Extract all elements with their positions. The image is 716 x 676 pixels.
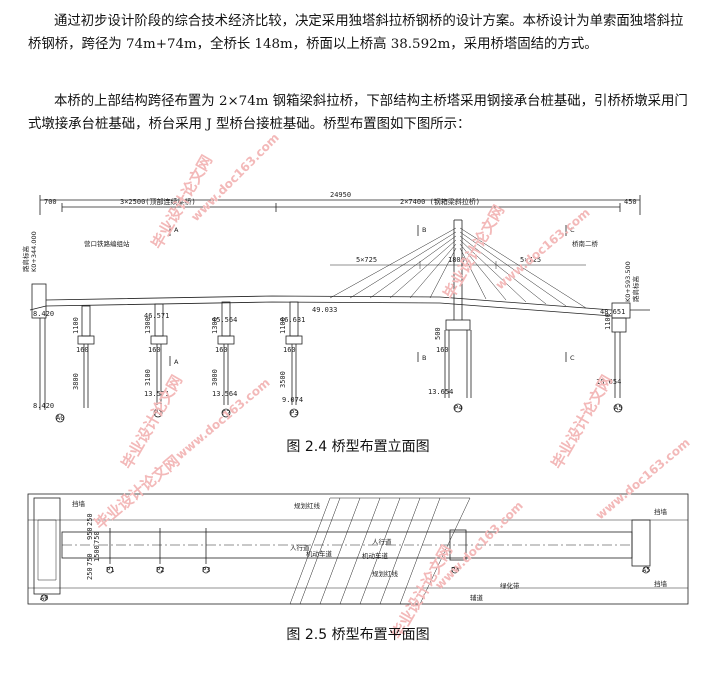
plan-pier-a0: A0 [40,594,48,602]
plan-width-250-top: 250 [86,513,94,526]
paragraph-2: 本桥的上部结构跨径布置为 2×74m 钢箱梁斜拉桥，下部结构主桥塔采用钢接承台桩… [28,90,696,136]
plan-redline-top: 规划红线 [294,501,321,510]
dim-cable-left: 5×725 [356,256,377,264]
dim-a5-1100: 1100 [604,313,612,330]
elev-p1-bottom: 13.571 [144,390,169,398]
figure-2-4-caption: 图 2.4 桥型布置立面图 [286,439,430,455]
plan-carriageway-left: 机动车道 [306,549,333,558]
dim-left-end: 700 [44,198,57,206]
plan-side-road: 辅道 [470,593,484,602]
plan-width-950: 950 [86,527,94,540]
dim-right-end: 450 [624,198,637,206]
dim-p3-1100: 1100 [279,317,287,334]
elev-left-top: 8.420 [33,310,54,318]
dim-p2-3000: 3000 [211,369,219,386]
left-station: K0+344.000 [30,231,38,272]
pier-p1: P1 [154,409,162,417]
dim-a0-1100: 1100 [72,317,80,334]
dim-p4-500: 500 [434,327,442,340]
elev-p2-bottom: 13.564 [212,390,237,398]
elev-right-top: 48.651 [600,308,625,316]
plan-green-belt: 绿化带 [500,581,520,590]
plan-width-750-bottom: 750 [86,553,94,566]
left-direction-label: 营口铁路编组站 [84,239,130,248]
watermark-cn-4: 毕业设计论文网 [548,372,616,472]
dim-left-span: 3×2500(顶部连续梁桥) [120,197,196,206]
figure-2-5-caption: 图 2.5 桥型布置平面图 [286,627,430,643]
plan-width-250-bottom: 250 [86,567,94,580]
elev-p3-top: 46.631 [280,316,305,324]
section-a-top: A [174,226,179,234]
pier-p4: P4 [454,404,462,412]
section-a-bottom: A [174,358,179,366]
elev-p4-bottom: 13.654 [428,388,453,396]
right-direction-label: 桥南二桥 [572,239,599,248]
pier-p3: P3 [290,409,298,417]
elev-p3-bottom: 9.074 [282,396,303,404]
plan-labels: 挡墙 规划红线 人行道 机动车道 人行道 机动车道 规划红线 绿化带 辅道 挡墙… [40,499,668,602]
section-b-bottom: B [422,354,426,362]
elevation-labels: 24950 700 450 3×2500(顶部连续梁桥) 2×7400 (钢箱梁… [21,191,640,422]
side-label-left: 路肩标高 [21,246,30,273]
plan-carriageway-right: 机动车道 [362,551,389,560]
elev-a5-bottom: 18.654 [596,378,621,386]
dim-right-span: 2×7400 (钢箱梁斜拉桥) [400,197,480,206]
pier-a0: A0 [56,414,64,422]
elev-p2-top: 45.564 [212,316,237,324]
dim-p1-160: 160 [148,346,161,354]
dim-a0-3800: 3800 [72,373,80,390]
plan-retaining-wall-right-top: 挡墙 [654,507,668,516]
elevation-drawing [29,195,650,423]
plan-sidewalk-left: 人行道 [290,543,310,552]
plan-pier-p4: P4 [451,566,459,574]
pier-a5: A5 [614,404,622,412]
paragraph-2-text: 本桥的上部结构跨径布置为 2×74m 钢箱梁斜拉桥，下部结构主桥塔采用钢接承台桩… [28,94,688,132]
dim-cable-right: 5×725 [520,256,541,264]
plan-pier-p1: P1 [106,566,114,574]
elev-deck: 49.033 [312,306,337,314]
section-c-top: C [570,226,575,234]
dim-cable-mid: 1800 [448,256,465,264]
paragraph-1: 通过初步设计阶段的综合技术经济比较，决定采用独塔斜拉桥钢桥的设计方案。本桥设计为… [28,10,696,56]
dim-p4-160: 160 [436,346,449,354]
plan-pier-p2: P2 [156,566,164,574]
dim-p2-1300: 1300 [211,317,219,334]
elev-p1-top: 46.571 [144,312,169,320]
side-label-right: 路肩标高 [631,276,640,303]
plan-drawing [27,493,689,605]
dim-p3-160: 160 [283,346,296,354]
dim-p1-3100: 3100 [144,369,152,386]
plan-width-1500: 1500 [93,545,101,562]
section-c-bottom: C [570,354,575,362]
plan-redline-bottom: 规划红线 [372,569,399,578]
right-station: K0+593.500 [624,261,632,302]
section-b-top: B [422,226,426,234]
plan-pier-a5: A5 [642,566,650,574]
dim-p2-160: 160 [215,346,228,354]
plan-retaining-wall-right-bottom: 挡墙 [654,579,668,588]
plan-sidewalk-right: 人行道 [372,537,392,546]
plan-retaining-wall-left: 挡墙 [72,499,86,508]
plan-width-750-top: 750 [93,531,101,544]
pier-p2: P2 [222,409,230,417]
dim-a0-160: 160 [76,346,89,354]
dim-total: 24950 [330,191,351,199]
watermark-url-5: www.doc163.com [432,498,526,592]
watermark-url-2: www.doc163.com [493,205,593,292]
dim-p1-1300: 1300 [144,317,152,334]
dim-p3-3500: 3500 [279,371,287,388]
elev-left-bottom: 8.420 [33,402,54,410]
paragraph-1-text: 通过初步设计阶段的综合技术经济比较，决定采用独塔斜拉桥钢桥的设计方案。本桥设计为… [28,14,684,52]
plan-pier-p3: P3 [202,566,210,574]
